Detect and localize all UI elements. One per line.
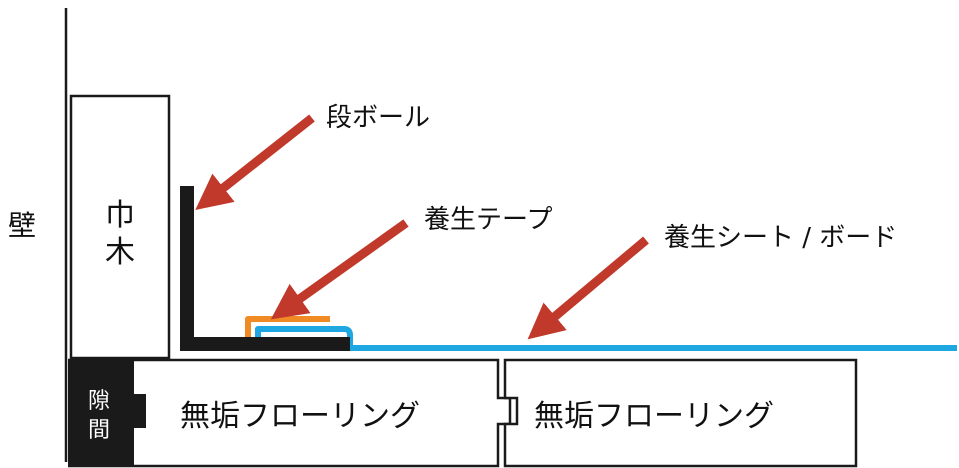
arrow-tape (270, 219, 409, 320)
tape-label: 養生テープ (424, 205, 552, 235)
protection-sheet (255, 326, 957, 351)
wall-label: 壁 (8, 209, 36, 242)
floor-left-label: 無垢フローリング (180, 399, 420, 434)
gap-label-top: 隙 (88, 389, 110, 414)
sheet-label: 養生シート / ボード (664, 223, 897, 253)
baseboard-label-top: 巾 (105, 198, 135, 233)
baseboard-label-bottom: 木 (105, 235, 135, 270)
floor-plank-right (503, 358, 858, 468)
arrow-sheet (527, 236, 649, 340)
floor-plank-left (68, 358, 512, 468)
arrow-cardboard (195, 114, 315, 211)
floor-right-label: 無垢フローリング (534, 399, 774, 434)
gap-block (68, 360, 146, 466)
cardboard-label: 段ボール (326, 103, 430, 133)
baseboard (69, 94, 171, 360)
gap-label-bottom: 間 (88, 418, 110, 443)
